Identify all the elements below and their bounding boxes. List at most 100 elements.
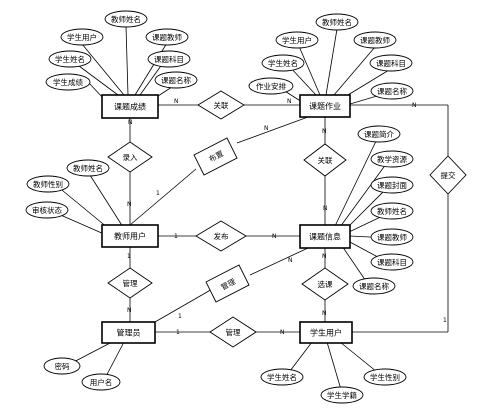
attribute-t-teacher-gender: 教师性别 [26,175,70,193]
attribute-g-student-grade: 学生成绩 [45,73,91,91]
relation-admin-info: 管理 [205,264,250,303]
svg-text:选课: 选课 [318,279,333,289]
attribute-w-student-user: 学生用户 [275,31,319,49]
attribute-w-teacher-name: 教师姓名 [315,13,359,31]
svg-text:学生用户: 学生用户 [67,32,97,42]
relation-work-info: 关联 [303,143,347,177]
cardinality-n: N [323,205,328,212]
attribute-w-homework: 作业安排 [248,77,294,95]
cardinality-n: N [322,310,327,317]
entity-course-work: 课题作业 [299,94,351,118]
svg-text:学生用户: 学生用户 [282,35,312,45]
attribute-g-student-user: 学生用户 [60,28,104,46]
relation-teacher-grade: 录入 [107,141,153,173]
connector-lines [55,25,449,394]
attribute-i-teacher-name: 教师姓名 [370,202,414,220]
attribute-s-student-name: 学生姓名 [260,368,304,386]
attribute-g-course-teacher: 课题教师 [145,28,189,46]
cardinality-one: 1 [127,253,131,260]
svg-text:课题科目: 课题科目 [376,58,406,68]
svg-text:教师姓名: 教师姓名 [73,163,103,173]
svg-text:课题教师: 课题教师 [377,232,407,242]
svg-text:教师性别: 教师性别 [33,179,63,189]
svg-text:课题科目: 课题科目 [154,54,184,64]
attribute-a-username: 用户名 [81,373,121,391]
svg-text:教师姓名: 教师姓名 [111,14,141,24]
entity-admin: 管理员 [101,321,156,344]
relation-publish: 发布 [195,220,247,252]
cardinality-labels: N N N N 1 N N N 1 N N 1 1 N 1 N N N 1 N [127,98,447,336]
cardinality-n: N [287,98,292,105]
svg-text:课题教师: 课题教师 [360,35,390,45]
svg-text:管理: 管理 [123,278,138,288]
entity-course-grade: 课题成绩 [101,94,159,119]
relation-admin-student: 管理 [209,316,257,348]
attribute-w-course-name: 课题名称 [370,82,414,100]
attribute-g-course-subject: 课题科目 [147,50,191,68]
relation-submit: 提交 [429,155,467,195]
cardinality-n: N [288,257,293,264]
attribute-s-student-gender: 学生性别 [363,368,407,386]
svg-text:课题作业: 课题作业 [309,101,341,111]
cardinality-n: N [322,253,327,260]
svg-text:录入: 录入 [123,153,138,162]
svg-text:学生性别: 学生性别 [370,372,400,382]
attribute-w-student-name: 学生姓名 [261,54,305,72]
attribute-w-course-teacher: 课题教师 [353,31,397,49]
svg-text:作业安排: 作业安排 [256,81,286,91]
entity-student-user: 学生用户 [299,321,353,344]
attribute-t-audit-status: 审核状态 [25,201,69,219]
svg-text:课题科目: 课题科目 [377,257,407,267]
svg-text:教师姓名: 教师姓名 [322,17,352,27]
cardinality-one: 1 [443,317,447,324]
relation-admin-teacher: 管理 [107,267,153,299]
svg-text:学生姓名: 学生姓名 [267,372,297,382]
svg-text:课题成绩: 课题成绩 [114,102,146,112]
cardinality-n: N [127,307,132,314]
svg-text:提交: 提交 [441,170,456,180]
attribute-g-course-name: 课题名称 [154,71,198,89]
attribute-g-student-name: 学生姓名 [48,50,92,68]
svg-text:管理: 管理 [226,327,241,337]
attribute-i-course-subject: 课题科目 [370,253,414,271]
cardinality-one: 1 [178,313,182,320]
svg-text:教学资源: 教学资源 [377,154,407,164]
svg-text:课题名称: 课题名称 [377,86,407,96]
cardinality-n: N [412,102,417,109]
cardinality-one: 1 [174,233,178,240]
svg-text:发布: 发布 [214,231,229,241]
entity-course-info: 课题信息 [299,224,351,249]
attribute-t-teacher-name: 教师姓名 [66,159,110,177]
relation-grade-work: 关联 [197,90,245,120]
svg-text:管理员: 管理员 [117,328,141,338]
cardinality-n: N [264,125,269,132]
svg-text:学生姓名: 学生姓名 [55,54,85,64]
attribute-i-course-name: 课题名称 [352,277,396,295]
cardinality-n: N [280,329,285,336]
svg-text:课题信息: 课题信息 [309,232,341,242]
relation-select: 选课 [301,267,349,301]
cardinality-one: 1 [176,329,180,336]
attribute-i-course-teacher: 课题教师 [370,228,414,246]
cardinality-n: N [272,233,277,240]
attribute-s-student-id: 学生学籍 [320,386,364,404]
svg-text:课题简介: 课题简介 [364,129,394,139]
cardinality-n: N [127,201,132,208]
svg-text:学生学籍: 学生学籍 [327,390,357,400]
svg-text:关联: 关联 [214,100,229,110]
svg-text:用户名: 用户名 [90,377,113,387]
cardinality-n: N [322,128,327,135]
entity-teacher-user: 教师用户 [101,224,159,248]
cardinality-n: N [174,98,179,105]
cardinality-one: 1 [156,190,160,197]
svg-text:课题教师: 课题教师 [152,32,182,42]
svg-text:教师用户: 教师用户 [114,231,146,241]
svg-text:学生姓名: 学生姓名 [268,58,298,68]
svg-text:学生成绩: 学生成绩 [53,77,83,87]
svg-text:教师姓名: 教师姓名 [377,206,407,216]
attribute-g-teacher-name: 教师姓名 [104,10,148,28]
attribute-a-password: 密码 [43,357,81,375]
svg-text:关联: 关联 [318,155,333,165]
svg-text:课题名称: 课题名称 [161,75,191,85]
